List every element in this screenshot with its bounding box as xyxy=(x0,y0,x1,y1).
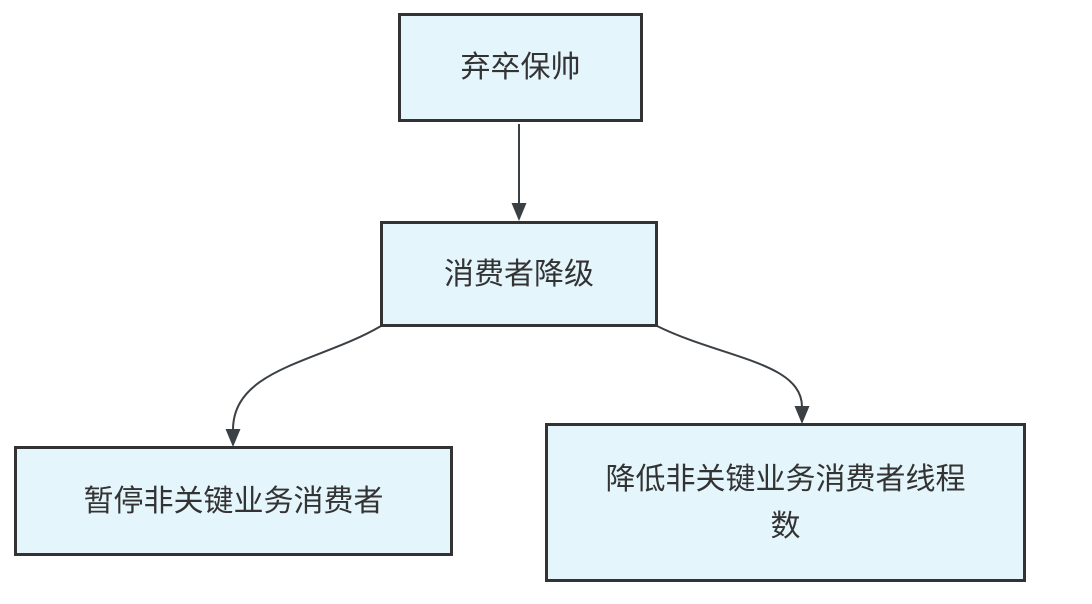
node-root[interactable]: 弃卒保帅 xyxy=(398,13,643,122)
edge-downgrade-to-reduce-arrowhead-icon xyxy=(794,406,810,424)
node-consumer-downgrade-label: 消费者降级 xyxy=(444,257,594,291)
node-pause-noncritical-consumers-label: 暂停非关键业务消费者 xyxy=(83,484,384,518)
node-reduce-consumer-threads-label: 降低非关键业务消费者线程数 xyxy=(605,462,966,543)
node-root-label: 弃卒保帅 xyxy=(460,51,581,84)
edge-downgrade-to-pause-arrowhead-icon xyxy=(225,429,241,447)
node-reduce-consumer-threads[interactable]: 降低非关键业务消费者线程数 xyxy=(545,423,1026,582)
edge-downgrade-to-reduce-line xyxy=(656,325,803,408)
node-consumer-downgrade[interactable]: 消费者降级 xyxy=(380,221,658,327)
edge-root-to-downgrade-arrowhead-icon xyxy=(511,203,527,221)
edge-downgrade-to-pause-line xyxy=(232,325,382,431)
node-pause-noncritical-consumers[interactable]: 暂停非关键业务消费者 xyxy=(14,446,453,556)
